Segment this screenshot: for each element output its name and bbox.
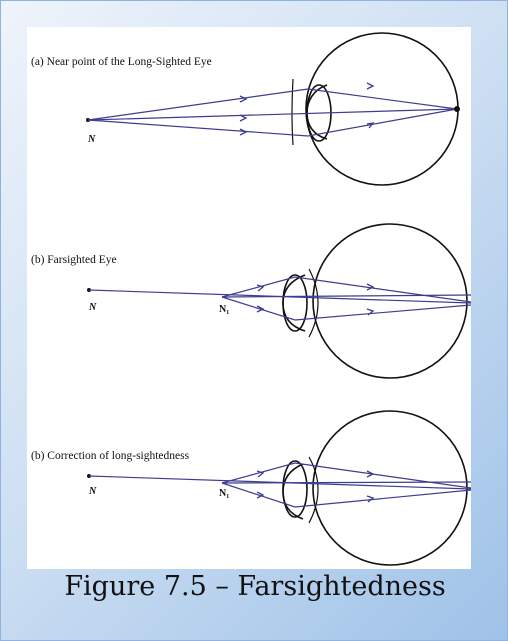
- arrowhead-c-bottom2: [367, 496, 373, 502]
- lens-b: [283, 275, 307, 331]
- point-n1-c-label: N₁: [219, 488, 229, 499]
- point-n-a-label: N: [87, 134, 96, 145]
- ray-a-center: [88, 109, 457, 120]
- ray-a-bottom: [88, 109, 457, 136]
- ray-a-top: [88, 89, 457, 120]
- eyeball-b: [313, 224, 467, 378]
- eyeball-a: [306, 33, 458, 185]
- diagram-a: (a) Near point of the Long-Sighted Eye N: [31, 33, 460, 185]
- arrowhead-a-top2: [367, 83, 373, 89]
- diagram-c-title: (b) Correction of long-sightedness: [31, 450, 190, 462]
- ray-b-bottom: [222, 297, 471, 320]
- diagram-panel: (a) Near point of the Long-Sighted Eye N: [27, 27, 471, 569]
- ray-c-bottom: [222, 483, 471, 507]
- diagram-a-title: (a) Near point of the Long-Sighted Eye: [31, 56, 212, 68]
- arrowhead-a-bottom: [240, 129, 246, 135]
- point-n-c-label: N: [88, 486, 97, 497]
- diagram-b: (b) Farsighted Eye N N₁: [31, 224, 471, 378]
- focus-a: [454, 106, 460, 112]
- figure-caption: Figure 7.5 – Farsightedness: [1, 571, 508, 602]
- diagram-c: (b) Correction of long-sightedness N N₁: [31, 411, 471, 565]
- diagram-b-title: (b) Farsighted Eye: [31, 254, 117, 266]
- point-n-b-label: N: [88, 302, 97, 313]
- point-n1-b-label: N₁: [219, 304, 229, 315]
